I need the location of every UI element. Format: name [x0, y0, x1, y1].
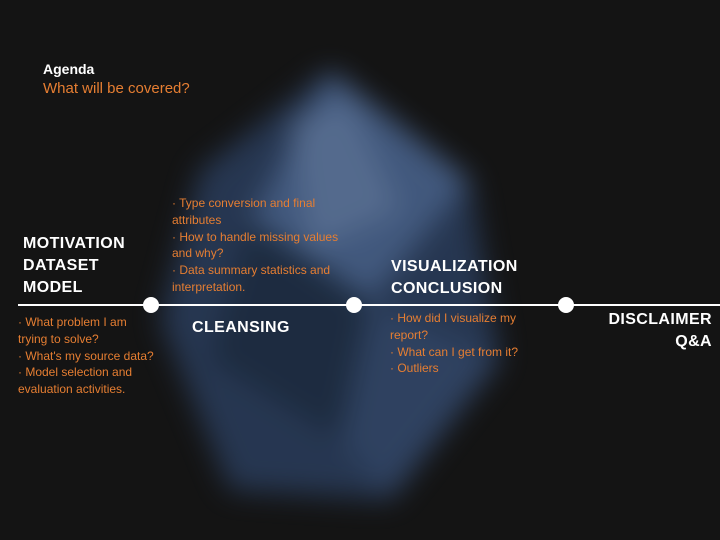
bullet-item: · Data summary statistics and	[172, 263, 331, 278]
motivation-heading-line: MOTIVATION	[23, 235, 126, 252]
timeline-line	[18, 304, 720, 306]
bullet-item: evaluation activities.	[18, 382, 126, 397]
conclusion-heading-line: CONCLUSION	[391, 280, 503, 297]
bullet-item: · How to handle missing values	[172, 229, 339, 244]
bullet-item: · What can I get from it?	[390, 344, 519, 359]
cleansing-bullets: · Type conversion and final attributes ·…	[172, 195, 338, 296]
bullet-item: · What's my source data?	[18, 348, 154, 363]
qa-heading-line: Q&A	[675, 333, 712, 350]
agenda-title: Agenda	[43, 61, 95, 77]
disclaimer-heading-line: DISCLAIMER	[608, 311, 712, 328]
bullet-item: report?	[390, 327, 429, 342]
bullet-item: · Model selection and	[18, 365, 133, 380]
dataset-heading-line: DATASET	[23, 257, 99, 274]
bullet-item: · Type conversion and final	[172, 196, 316, 210]
bullet-item: interpretation.	[172, 279, 246, 294]
bullet-item: attributes	[172, 212, 222, 227]
agenda-subtitle: What will be covered?	[43, 80, 190, 97]
bullet-item: · What problem I am	[18, 315, 127, 329]
visualization-heading: VISUALIZATION CONCLUSION	[391, 256, 518, 300]
motivation-heading: MOTIVATION DATASET MODEL	[23, 233, 125, 299]
disclaimer-heading: DISCLAIMER Q&A	[608, 309, 712, 353]
background-crystal-image	[160, 70, 500, 500]
bullet-item: · How did I visualize my	[390, 311, 517, 325]
timeline-node-disclaimer	[558, 297, 574, 313]
cleansing-heading: CLEANSING	[192, 317, 290, 339]
model-heading-line: MODEL	[23, 279, 83, 296]
bullet-item: and why?	[172, 246, 224, 261]
cleansing-heading-line: CLEANSING	[192, 319, 290, 336]
bullet-item: · Outliers	[390, 361, 439, 376]
visualization-heading-line: VISUALIZATION	[391, 258, 518, 275]
timeline-node-cleansing	[143, 297, 159, 313]
visualization-bullets: · How did I visualize my report? · What …	[390, 310, 518, 377]
bullet-item: trying to solve?	[18, 331, 99, 346]
motivation-bullets: · What problem I am trying to solve? · W…	[18, 314, 154, 398]
timeline-node-visualization	[346, 297, 362, 313]
